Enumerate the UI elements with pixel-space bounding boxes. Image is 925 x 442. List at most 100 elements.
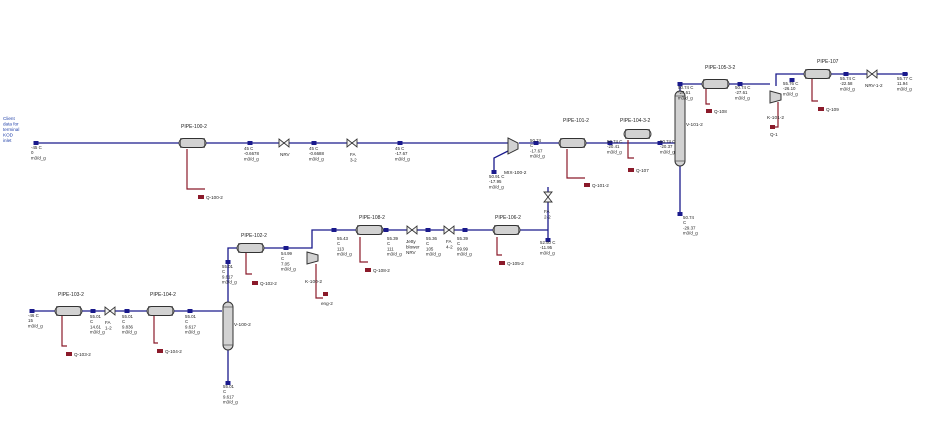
pipe-segment-body (805, 69, 830, 79)
stream-condition-text: 11.94 (897, 81, 908, 86)
pipe-segment-unit[interactable] (54, 306, 83, 316)
pipe-segment-unit[interactable] (558, 138, 587, 148)
material-stream-marker[interactable] (657, 141, 663, 145)
pipe-segment-unit[interactable] (701, 79, 730, 89)
material-stream-marker[interactable] (607, 141, 613, 145)
material-stream-marker[interactable] (187, 309, 193, 313)
energy-stream-marker[interactable] (323, 292, 328, 296)
material-stream-marker[interactable] (677, 212, 683, 216)
energy-line (811, 79, 818, 102)
material-stream-marker[interactable] (425, 228, 431, 232)
stream-condition-text: 55.01 (185, 314, 197, 319)
material-stream-marker[interactable] (491, 170, 497, 174)
stream-condition-text: C (530, 143, 533, 148)
pipe-segment-unit[interactable] (492, 225, 521, 235)
separator-vessel[interactable] (674, 90, 686, 167)
valve-symbol[interactable] (443, 225, 455, 235)
stream-condition-text: 111 (387, 246, 394, 251)
pipe-segment-unit[interactable] (146, 306, 175, 316)
stream-condition-text: m3/d_g (489, 184, 504, 189)
pipe-segment-unit[interactable] (236, 243, 265, 253)
energy-stream-label: Q-100-2 (206, 195, 223, 200)
pipe-segment-unit[interactable] (178, 138, 207, 148)
mixer-symbol[interactable] (507, 137, 519, 155)
stream-condition-text: C (387, 241, 390, 246)
material-stream-marker[interactable] (33, 141, 39, 145)
energy-stream-marker[interactable] (66, 352, 72, 356)
valve-symbol[interactable] (278, 138, 290, 148)
energy-lines (61, 79, 818, 347)
client-note-line: Client (3, 116, 15, 121)
material-stream-marker[interactable] (533, 141, 539, 145)
stream-condition-text: m3/d_g (281, 267, 296, 272)
stream-condition-text: -26.10 (783, 86, 796, 91)
energy-stream-marker[interactable] (628, 168, 634, 172)
valve-label: FA (446, 239, 453, 244)
stream-condition-text: 9.617 (223, 394, 235, 399)
energy-stream-marker[interactable] (818, 107, 824, 111)
valve-label: NRV (406, 250, 417, 255)
stream-condition-text: 50.74 C (735, 85, 750, 90)
valve-label: FA (105, 320, 112, 325)
stream-condition-text: C (222, 269, 225, 274)
material-stream-marker[interactable] (247, 141, 253, 145)
material-stream-marker[interactable] (225, 260, 231, 264)
valve-symbol[interactable] (104, 306, 116, 316)
material-stream-marker[interactable] (225, 381, 231, 385)
energy-stream-marker[interactable] (584, 183, 590, 187)
stream-condition-text: -0.6678 (244, 151, 259, 156)
valve-symbol[interactable] (543, 191, 553, 203)
stream-condition-text: -11.95 (540, 245, 553, 250)
material-stream-marker[interactable] (902, 72, 908, 76)
energy-stream-marker[interactable] (499, 261, 505, 265)
pipe-segment-unit[interactable] (803, 69, 832, 79)
material-stream-marker[interactable] (90, 309, 96, 313)
valve-symbol[interactable] (346, 138, 358, 148)
energy-stream-marker[interactable] (252, 281, 258, 285)
pipe-segment-unit[interactable] (355, 225, 384, 235)
material-stream-marker[interactable] (124, 309, 130, 313)
stream-condition-text: m3/d_g (457, 252, 472, 257)
stream-condition-text: m3/d_g (244, 156, 259, 161)
energy-stream-marker[interactable] (157, 349, 163, 353)
valve-symbol[interactable] (866, 69, 878, 79)
material-stream-marker[interactable] (462, 228, 468, 232)
stream-condition-text: C (281, 256, 284, 261)
valve-symbol[interactable] (406, 225, 418, 235)
material-stream-marker[interactable] (383, 228, 389, 232)
energy-stream-marker[interactable] (770, 125, 775, 129)
pipe-segment-unit[interactable] (623, 129, 652, 139)
material-stream-marker[interactable] (397, 141, 403, 145)
energy-line (153, 316, 158, 344)
material-stream-marker[interactable] (789, 78, 795, 82)
energy-stream-marker[interactable] (198, 195, 204, 199)
energy-stream-marker[interactable] (706, 109, 712, 113)
separator-vessel[interactable] (222, 301, 234, 351)
material-stream-marker[interactable] (737, 82, 743, 86)
stream-condition-text: 15 (28, 318, 33, 323)
material-stream-marker[interactable] (843, 72, 849, 76)
stream-condition-text: 54.99 (281, 251, 293, 256)
pipe-label: PIPE-104-2 (150, 292, 176, 298)
energy-stream-label: Q-105-2 (507, 261, 524, 266)
material-stream-marker[interactable] (29, 309, 35, 313)
stream-condition-text: 55.01 (222, 264, 234, 269)
pipe-segment-body (148, 306, 173, 316)
material-stream-marker[interactable] (677, 82, 683, 86)
energy-stream-marker[interactable] (365, 268, 371, 272)
valve-label: NRV (280, 152, 291, 157)
client-note-line: KOD (3, 133, 14, 138)
material-stream-marker[interactable] (311, 141, 317, 145)
material-stream-marker[interactable] (545, 238, 551, 242)
stream-condition-text: 55.39 (457, 236, 469, 241)
stream-condition-text: 50.74 C (678, 85, 693, 90)
compressor-symbol[interactable] (769, 90, 782, 104)
stream-condition-text: m3/d_g (222, 280, 237, 285)
energy-stream-label: Q-109 (826, 107, 839, 112)
compressor-symbol[interactable] (306, 251, 319, 265)
stream-condition-text: 9.836 (122, 324, 134, 329)
material-stream-marker[interactable] (283, 246, 289, 250)
stream-condition-text: m3/d_g (387, 252, 402, 257)
material-stream-marker[interactable] (331, 228, 337, 232)
stream-condition-text: 45 C (309, 146, 318, 151)
